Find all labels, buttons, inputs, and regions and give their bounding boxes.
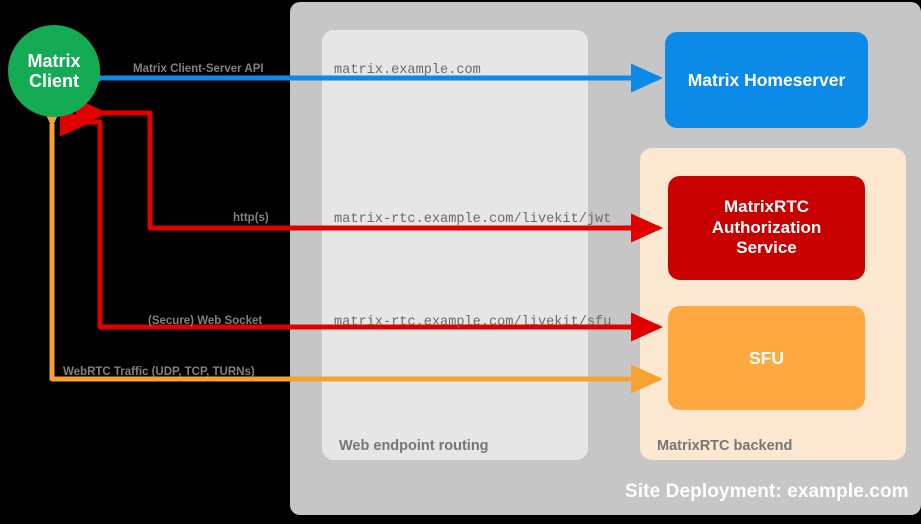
node-matrix-client-label-line1: Matrix (27, 50, 81, 71)
edge-label-http-s: http(s) (233, 212, 269, 224)
edge-label-webrtc-traffic: WebRTC Traffic (UDP, TCP, TURNs) (63, 366, 255, 378)
edge-webrtc-traffic (37, 96, 664, 394)
node-matrixrtc-auth-label-line1: MatrixRTC (723, 197, 809, 217)
node-matrix-client[interactable]: Matrix Client (8, 25, 100, 117)
node-matrix-client-label-line2: Client (28, 71, 79, 91)
edge-label-matrix-client-server-api: Matrix Client-Server API (133, 63, 264, 75)
edge-label-secure-web-socket: (Secure) Web Socket (148, 315, 263, 327)
endpoint-url-livekit-sfu: matrix-rtc.example.com/livekit/sfu (334, 315, 612, 330)
site-deployment-label: Site Deployment: example.com (625, 481, 909, 502)
node-sfu-label: SFU (749, 347, 784, 368)
endpoint-url-matrix: matrix.example.com (334, 63, 481, 78)
node-matrix-homeserver-label: Matrix Homeserver (687, 69, 846, 90)
node-matrixrtc-auth-label-line3: Service (736, 238, 797, 258)
node-matrixrtc-auth-label-line2: Authorization (711, 217, 822, 237)
node-matrix-homeserver[interactable]: Matrix Homeserver (665, 32, 868, 128)
web-endpoint-routing-label: Web endpoint routing (339, 438, 489, 454)
node-sfu[interactable]: SFU (668, 306, 865, 410)
edge-http-s (76, 98, 664, 243)
matrixrtc-backend-label: MatrixRTC backend (657, 438, 793, 454)
endpoint-url-livekit-jwt: matrix-rtc.example.com/livekit/jwt (334, 212, 612, 227)
node-matrixrtc-authorization-service[interactable]: MatrixRTC Authorization Service (668, 176, 865, 280)
